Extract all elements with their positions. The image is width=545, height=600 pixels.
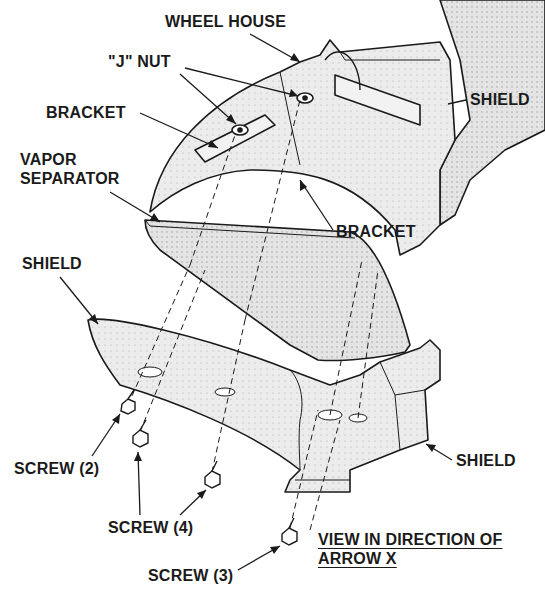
part-label: SCREW (4): [108, 518, 193, 537]
bracket-left: [195, 115, 275, 162]
part-label: SHIELD: [456, 451, 516, 470]
part-label: BRACKET: [46, 103, 126, 122]
alignment-lines: [128, 100, 378, 530]
bracket-right: [335, 75, 420, 125]
part-label: VAPOR SEPARATOR: [20, 150, 148, 188]
upper-shield: [440, 0, 545, 225]
lower-shield: [88, 319, 440, 492]
part-label: WHEEL HOUSE: [165, 12, 286, 31]
leader-arrowheads: [89, 53, 436, 554]
part-label: SCREW (2): [14, 459, 99, 478]
j-nut: [232, 125, 248, 135]
part-label: SHIELD: [22, 254, 82, 273]
part-label: SCREW (3): [148, 566, 233, 585]
view-caption: VIEW IN DIRECTION OF ARROW X: [318, 530, 540, 568]
part-label: BRACKET: [336, 222, 416, 241]
part-label: SHIELD: [470, 90, 530, 109]
part-label: "J" NUT: [108, 52, 171, 71]
